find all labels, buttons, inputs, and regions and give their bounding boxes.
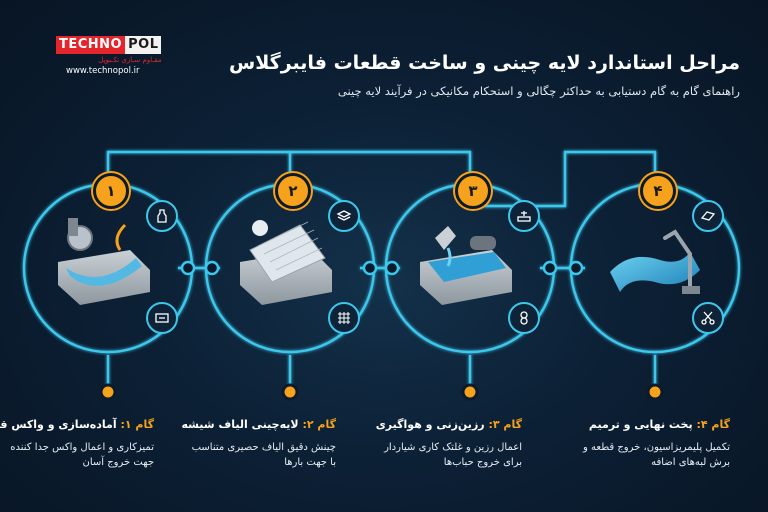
- link-nodes: [180, 260, 584, 276]
- step4-name: پخت نهایی و ترمیم: [588, 418, 693, 431]
- page-subtitle: راهنمای گام به گام دستیابی به حداکثر چگا…: [337, 84, 740, 98]
- resin-roller-icon: [508, 200, 540, 232]
- bubbles-icon: [508, 302, 540, 334]
- step3-name: رزین‌زنی و هواگیری: [375, 418, 485, 431]
- step3-illustration: [420, 226, 512, 305]
- wax-bottle-icon: [146, 200, 178, 232]
- step3-desc: اعمال رزین و غلتک کاری شیاردار برای خروج…: [384, 442, 522, 468]
- logo-part1: TECHNO: [56, 36, 126, 54]
- bottom-dots: [99, 383, 664, 401]
- step4-badge: ۴: [640, 173, 676, 209]
- mesh-icon: [328, 302, 360, 334]
- step1-label: گام ۱:: [120, 418, 154, 431]
- scissors-icon: [692, 302, 724, 334]
- step2-desc: چینش دقیق الیاف حصیری متناسب با جهت باره…: [191, 442, 336, 468]
- step2-title: گام ۲: لایه‌چینی الیاف شیشه: [181, 418, 336, 431]
- step2-illustration: [240, 220, 332, 305]
- step3-title: گام ۳: رزین‌زنی و هواگیری: [376, 418, 522, 431]
- logo-tagline: مقـاوم سـازی تکـنوپل: [98, 56, 162, 64]
- release-agent-icon: [146, 302, 178, 334]
- page-title: مراحل استاندارد لایه چینی و ساخت قطعات ف…: [229, 52, 740, 74]
- step4-desc: تکمیل پلیمریزاسیون، خروج قطعه و برش لبه‌…: [583, 442, 730, 468]
- step3-badge: ۳: [455, 173, 491, 209]
- logo-url: www.technopol.ir: [66, 66, 140, 76]
- fabric-layers-icon: [328, 200, 360, 232]
- logo: TECHNO POL مقـاوم سـازی تکـنوپل www.tech…: [56, 36, 204, 76]
- finished-part-icon: [692, 200, 724, 232]
- step2-badge: ۲: [275, 173, 311, 209]
- step2-name: لایه‌چینی الیاف شیشه: [181, 418, 299, 431]
- step1-name: آماده‌سازی و واکس قالب: [0, 418, 117, 431]
- step4-label: گام ۴:: [696, 418, 730, 431]
- step4-title: گام ۴: پخت نهایی و ترمیم: [589, 418, 730, 431]
- step1-badge: ۱: [93, 173, 129, 209]
- step4-illustration: [610, 229, 700, 294]
- step2-label: گام ۲:: [302, 418, 336, 431]
- step1-desc: تمیزکاری و اعمال واکس جدا کننده جهت خروج…: [10, 442, 154, 468]
- step1-title: گام ۱: آماده‌سازی و واکس قالب: [0, 418, 154, 431]
- step3-label: گام ۳:: [488, 418, 522, 431]
- step1-illustration: [58, 218, 150, 305]
- logo-part2: POL: [125, 36, 162, 54]
